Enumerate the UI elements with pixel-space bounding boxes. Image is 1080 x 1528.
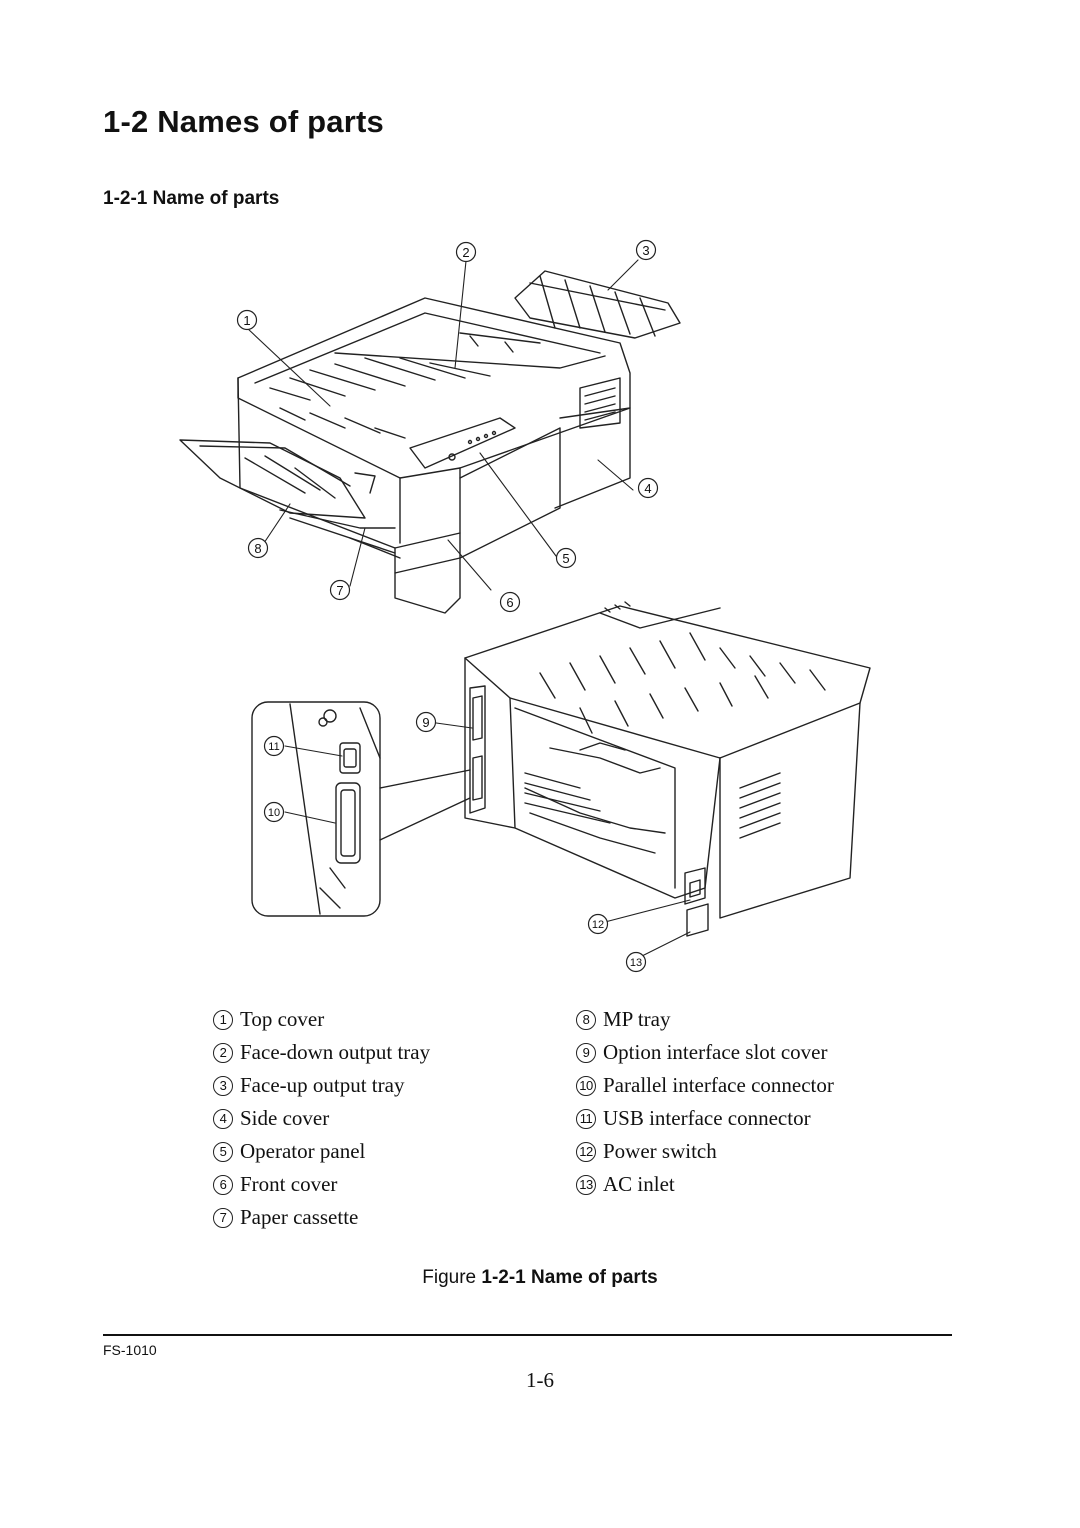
legend-item: 9 Option interface slot cover	[576, 1036, 834, 1069]
callout-9: 9	[415, 711, 437, 733]
svg-text:1: 1	[243, 313, 250, 328]
legend-number: 5	[213, 1141, 233, 1162]
svg-text:10: 10	[268, 807, 280, 819]
svg-text:2: 2	[462, 245, 469, 260]
legend-left-column: 1 Top cover 2 Face-down output tray 3 Face-…	[213, 1003, 430, 1234]
legend-item: 2 Face-down output tray	[213, 1036, 430, 1069]
legend-label: Side cover	[240, 1106, 330, 1130]
legend-item: 4 Side cover	[213, 1102, 430, 1135]
figure-caption: Figure 1-2-1 Name of parts	[0, 1267, 1080, 1289]
legend-number: 2	[213, 1042, 233, 1063]
legend-label: Paper cassette	[240, 1205, 359, 1229]
callout-11: 11	[263, 735, 285, 757]
svg-text:9: 9	[422, 715, 429, 730]
legend-label: Face-up output tray	[240, 1073, 405, 1097]
connector-inset-drawing	[251, 701, 471, 917]
legend-label: Operator panel	[240, 1139, 366, 1163]
legend-item: 11 USB interface connector	[576, 1102, 834, 1135]
legend-item: 8 MP tray	[576, 1003, 834, 1036]
callout-4: 4	[637, 477, 659, 499]
section-title: 1-2 Names of parts	[103, 104, 384, 139]
svg-text:4: 4	[644, 481, 651, 496]
legend-item: 1 Top cover	[213, 1003, 430, 1036]
legend-number: 1	[213, 1009, 233, 1030]
callout-3: 3	[635, 239, 657, 261]
legend-number: 12	[576, 1141, 596, 1162]
callout-1: 1	[236, 309, 258, 331]
figure-caption-prefix: Figure	[422, 1267, 477, 1288]
footer-divider	[103, 1334, 952, 1336]
legend-label: USB interface connector	[603, 1106, 811, 1130]
figure-caption-text: 1-2-1 Name of parts	[481, 1267, 658, 1288]
subsection-title: 1-2-1 Name of parts	[103, 188, 280, 209]
footer-model-name: FS-1010	[103, 1342, 157, 1358]
legend-label: Power switch	[603, 1139, 717, 1163]
svg-text:8: 8	[254, 541, 261, 556]
legend-label: Parallel interface connector	[603, 1073, 834, 1097]
legend-number: 8	[576, 1009, 596, 1030]
svg-text:5: 5	[562, 551, 569, 566]
legend-label: Face-down output tray	[240, 1040, 431, 1064]
legend-item: 6 Front cover	[213, 1168, 430, 1201]
legend-item: 12 Power switch	[576, 1135, 834, 1168]
callout-10: 10	[263, 801, 285, 823]
legend-number: 9	[576, 1042, 596, 1063]
legend-number: 10	[576, 1075, 596, 1096]
legend-label: MP tray	[603, 1007, 671, 1031]
legend-item: 7 Paper cassette	[213, 1201, 430, 1234]
svg-text:12: 12	[592, 919, 604, 931]
leader-lines	[246, 259, 691, 960]
legend-item: 5 Operator panel	[213, 1135, 430, 1168]
callout-5: 5	[555, 547, 577, 569]
legend-number: 7	[213, 1207, 233, 1228]
rear-printer-drawing	[464, 601, 871, 937]
callout-8: 8	[247, 537, 269, 559]
printer-illustration: 1 2 3 4 5 6 7	[179, 239, 871, 973]
legend-label: Option interface slot cover	[603, 1040, 828, 1064]
legend-number: 6	[213, 1174, 233, 1195]
svg-text:11: 11	[268, 741, 279, 753]
callout-12: 12	[587, 913, 609, 935]
legend-right-column: 8 MP tray 9 Option interface slot cover 10…	[576, 1003, 834, 1201]
callout-7: 7	[329, 579, 351, 601]
legend-number: 4	[213, 1108, 233, 1129]
callout-6: 6	[499, 591, 521, 613]
svg-text:7: 7	[336, 583, 343, 598]
legend-number: 13	[576, 1174, 596, 1195]
svg-text:3: 3	[642, 243, 649, 258]
legend-number: 3	[213, 1075, 233, 1096]
svg-text:13: 13	[630, 957, 642, 969]
front-printer-drawing	[179, 270, 681, 614]
page-number: 1-6	[526, 1368, 554, 1392]
callout-13: 13	[625, 951, 647, 973]
legend-label: Top cover	[240, 1007, 325, 1031]
svg-text:6: 6	[506, 595, 513, 610]
legend-item: 13 AC inlet	[576, 1168, 834, 1201]
legend-label: Front cover	[240, 1172, 338, 1196]
legend-item: 3 Face-up output tray	[213, 1069, 430, 1102]
callout-2: 2	[455, 241, 477, 263]
printer-parts-figure: 1 2 3 4 5 6 7	[160, 228, 880, 988]
legend-label: AC inlet	[603, 1172, 675, 1196]
legend-number: 11	[576, 1108, 596, 1129]
legend-item: 10 Parallel interface connector	[576, 1069, 834, 1102]
